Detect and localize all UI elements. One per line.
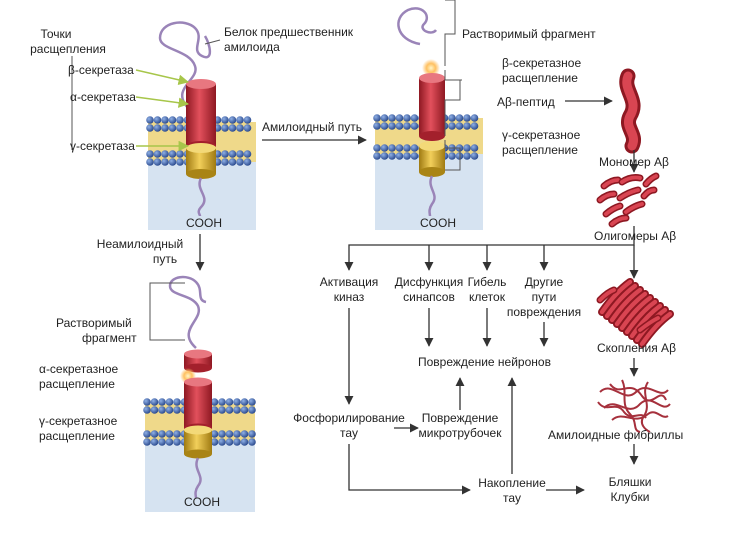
app-protein-cleaved-beta	[397, 7, 445, 217]
abeta-oligomers-label: Олигомеры Aβ	[594, 229, 676, 243]
abeta-clusters-label: Скопления Aβ	[597, 341, 676, 355]
beta-secretase-label: β-секретаза	[68, 63, 134, 77]
soluble-fragment-top-label: Растворимый фрагмент	[462, 27, 596, 41]
cooh-label-2: COOH	[420, 216, 456, 230]
abeta-clusters-shape	[596, 278, 674, 348]
label-brackets	[71, 0, 462, 341]
gamma-secretase-label: γ-секретаза	[70, 139, 135, 153]
amyloid-pathway-label: Амилоидный путь	[262, 120, 362, 134]
neuron-damage-label: Повреждение нейронов	[418, 355, 551, 369]
alpha-secretase-label: α-секретаза	[70, 90, 136, 104]
abeta-peptide-label: Aβ-пептид	[497, 95, 555, 109]
amyloid-fibrils-shape	[597, 379, 671, 433]
amyloid-fibrils-label: Амилоидные фибриллы	[548, 428, 683, 442]
cooh-label-1: COOH	[186, 216, 222, 230]
cooh-label-3: COOH	[184, 495, 220, 509]
app-protein-full	[158, 21, 216, 217]
secretase-arrows	[135, 69, 190, 152]
abeta-monomer-shape	[619, 68, 641, 154]
flow-arrows	[195, 96, 639, 495]
abeta-oligomers-shape	[596, 172, 660, 228]
app-protein-cleaved-alpha	[168, 275, 212, 499]
abeta-monomer-label: Мономер Aβ	[599, 155, 669, 169]
